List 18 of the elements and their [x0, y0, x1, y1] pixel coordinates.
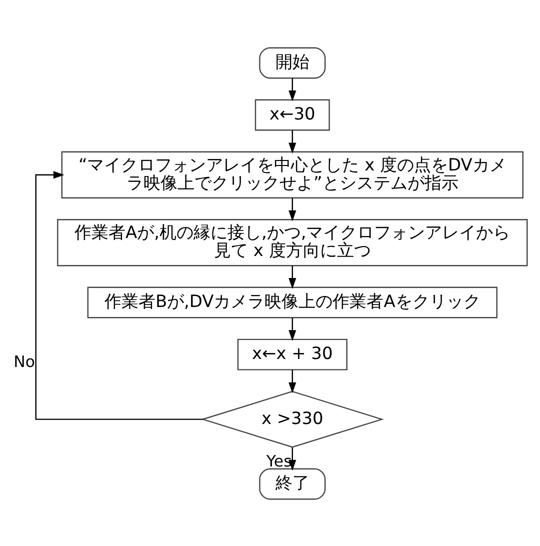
arrow: [288, 130, 296, 154]
arrow: [288, 317, 296, 340]
node-box: 終了: [259, 468, 326, 500]
arrow: [288, 198, 296, 221]
arrow: [288, 265, 296, 288]
arrow: [288, 447, 296, 470]
node-box: 作業者Aが,机の縁に接し,かつ,マイクロフォンアレイから見て x 度方向に立つ: [57, 218, 528, 266]
edge-label: No: [14, 352, 36, 371]
node-diamond: x >330: [200, 390, 384, 448]
node-box: x←x + 30: [237, 338, 348, 370]
edge-label: Yes: [266, 451, 292, 470]
arrow: [288, 78, 296, 101]
arrow: [288, 369, 296, 393]
node-box: x←30: [254, 98, 330, 130]
node-box: 作業者Bが,DVカメラ映像上の作業者Aをクリック: [87, 286, 498, 318]
node-box: “マイクロフォンアレイを中心とした x 度の点をDVカメラ映像上でクリックせよ”とシステムが指示: [61, 150, 524, 198]
node-box: 開始: [259, 46, 326, 78]
arrow: [35, 170, 203, 420]
